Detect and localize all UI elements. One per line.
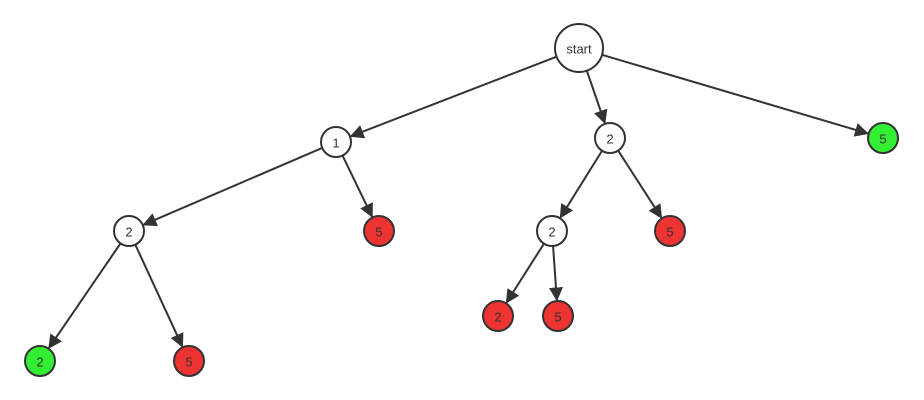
- node-circle: [542, 300, 574, 332]
- node-circle: [320, 126, 352, 158]
- edge-n2_2-n2_2_2: [505, 243, 545, 304]
- node-n2_5: 5: [654, 215, 686, 247]
- edge-start-n5top: [601, 53, 870, 137]
- node-circle: [173, 345, 205, 377]
- node-label: 5: [554, 310, 561, 325]
- node-label: start: [566, 42, 592, 57]
- node-circle: [363, 215, 395, 247]
- edge-n1-n1_5: [341, 155, 373, 218]
- edge-start-n1: [349, 55, 557, 139]
- node-label: 2: [548, 225, 555, 240]
- node-circle: [24, 345, 56, 377]
- node-n1_2_2: 2: [24, 345, 56, 377]
- nodes-layer: start 1 2 5 2 5 2 5 2 5 2 5: [24, 23, 899, 377]
- node-circle: [594, 122, 626, 154]
- node-n2_2_5: 5: [542, 300, 574, 332]
- node-circle: [536, 215, 568, 247]
- node-n1: 1: [320, 126, 352, 158]
- edge-n2_2-n2_2_5: [549, 245, 563, 302]
- node-n2_2_2: 2: [482, 300, 514, 332]
- edge-start-n2: [585, 70, 608, 125]
- edge-n1-n1_2: [142, 147, 323, 227]
- node-label: 2: [36, 355, 43, 370]
- node-label: 5: [375, 225, 382, 240]
- node-label: 5: [879, 132, 886, 147]
- node-label: 1: [332, 136, 339, 151]
- node-label: 2: [125, 225, 132, 240]
- node-circle: [867, 122, 899, 154]
- node-n1_2: 2: [113, 215, 145, 247]
- edge-n1_2-n1_2_2: [48, 242, 122, 349]
- node-circle: [113, 215, 145, 247]
- node-start: start: [554, 23, 604, 73]
- node-n5top: 5: [867, 122, 899, 154]
- node-label: 2: [606, 132, 613, 147]
- node-label: 2: [494, 310, 501, 325]
- node-circle: [654, 215, 686, 247]
- edge-n1_2-n1_2_5: [134, 244, 184, 348]
- node-label: 5: [185, 355, 192, 370]
- node-label: 5: [666, 225, 673, 240]
- node-n2_2: 2: [536, 215, 568, 247]
- node-n2: 2: [594, 122, 626, 154]
- edge-n2-n2_5: [617, 150, 663, 219]
- node-circle: [482, 300, 514, 332]
- node-circle: [554, 23, 604, 73]
- node-n1_2_5: 5: [173, 345, 205, 377]
- node-n1_5: 5: [363, 215, 395, 247]
- edges-layer: [48, 53, 870, 349]
- edge-n2-n2_2: [559, 150, 603, 219]
